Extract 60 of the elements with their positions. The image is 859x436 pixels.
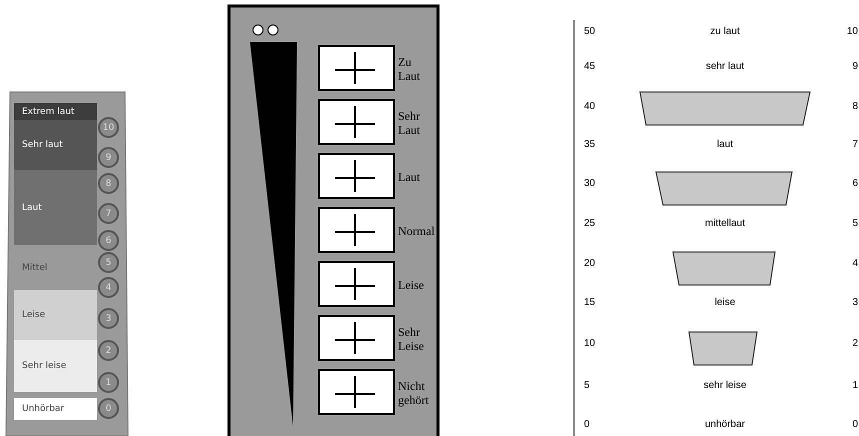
scale-value: 30 bbox=[584, 178, 596, 189]
button-caption: Laut bbox=[398, 169, 421, 186]
scale-value: 0 bbox=[584, 419, 591, 430]
category-label: sehr laut bbox=[704, 61, 746, 72]
scale-value: 25 bbox=[584, 218, 596, 229]
category-bar bbox=[672, 251, 776, 286]
scale-value: 15 bbox=[584, 297, 596, 308]
scale-number: 8 bbox=[851, 101, 858, 112]
response-button bbox=[318, 369, 395, 415]
button-caption: Leise bbox=[398, 277, 425, 294]
scale-number: 10 bbox=[846, 26, 858, 37]
button-caption: Sehr Laut bbox=[398, 108, 421, 139]
band-label: Unhörbar bbox=[22, 404, 64, 414]
scale-value: 45 bbox=[584, 61, 596, 72]
category-label: zu laut bbox=[709, 26, 741, 37]
response-button bbox=[318, 261, 395, 307]
scale-band bbox=[14, 103, 97, 120]
band-label: Leise bbox=[22, 310, 46, 320]
scale-number: 1 bbox=[851, 380, 858, 391]
scale-number: 9 bbox=[851, 61, 858, 72]
scale-value: 35 bbox=[584, 139, 596, 150]
category-bar bbox=[688, 331, 758, 366]
response-button bbox=[318, 315, 395, 361]
scale-number: 2 bbox=[851, 338, 858, 349]
button-caption: Nicht gehört bbox=[398, 378, 430, 409]
scale-band bbox=[14, 170, 97, 245]
band-label: Sehr leise bbox=[22, 361, 66, 371]
category-bar bbox=[639, 91, 811, 126]
scale-value: 5 bbox=[584, 380, 591, 391]
scale-value: 40 bbox=[584, 101, 596, 112]
scale-number: 7 bbox=[851, 139, 858, 150]
scale-band bbox=[14, 398, 97, 420]
scale-number: 3 bbox=[851, 297, 858, 308]
scale-number: 5 bbox=[851, 218, 858, 229]
band-label: Extrem laut bbox=[22, 106, 74, 116]
response-button bbox=[318, 153, 395, 199]
band-label: Laut bbox=[22, 202, 42, 212]
category-label: mittellaut bbox=[704, 218, 746, 229]
response-button bbox=[318, 99, 395, 145]
band-label: Mittel bbox=[22, 262, 48, 272]
button-caption: Normal bbox=[398, 223, 436, 240]
scale-band bbox=[14, 120, 97, 170]
category-bar bbox=[655, 171, 793, 206]
button-caption: Sehr Leise bbox=[398, 324, 425, 355]
scale-value: 50 bbox=[584, 26, 596, 37]
response-button bbox=[318, 207, 395, 253]
category-label: laut bbox=[716, 139, 734, 150]
scale-band bbox=[14, 340, 97, 392]
scale-number: 0 bbox=[851, 419, 858, 430]
scale-number: 6 bbox=[851, 178, 858, 189]
category-label: leise bbox=[714, 297, 736, 308]
button-caption: Zu Laut bbox=[398, 54, 421, 85]
band-label: Sehr laut bbox=[22, 140, 63, 150]
category-label: unhörbar bbox=[704, 419, 746, 430]
response-button bbox=[318, 45, 395, 91]
category-label: sehr leise bbox=[702, 380, 748, 391]
scale-value: 20 bbox=[584, 258, 596, 269]
scale-band bbox=[14, 290, 97, 340]
scale-value: 10 bbox=[584, 338, 596, 349]
scale-number: 4 bbox=[851, 258, 858, 269]
